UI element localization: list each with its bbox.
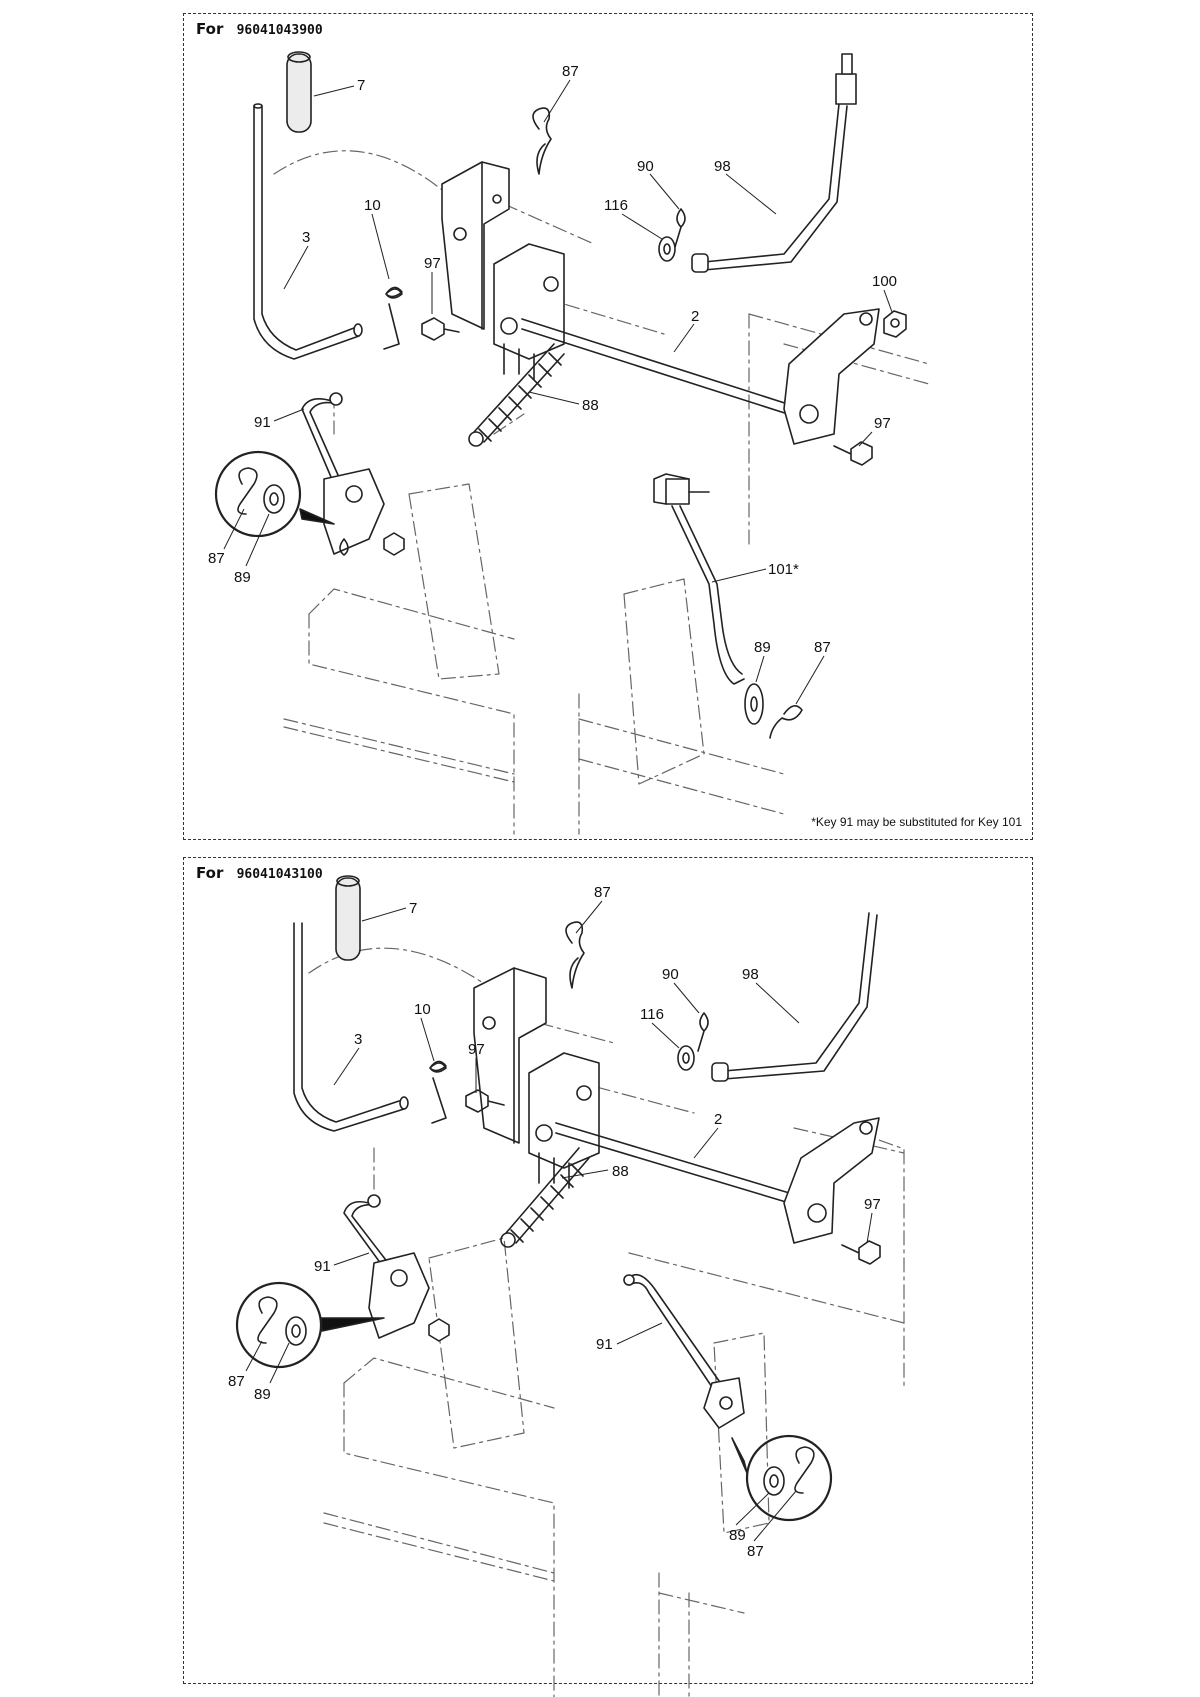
callout-100: 100 xyxy=(872,273,897,290)
pivot-bracket xyxy=(473,967,547,1144)
callout-116: 116 xyxy=(640,1006,664,1023)
callout-98: 98 xyxy=(742,966,759,983)
hairpin-clip-87 xyxy=(565,921,585,989)
bolt-97-right xyxy=(833,441,873,466)
callout-87: 87 xyxy=(562,63,579,80)
adjuster-rod-98 xyxy=(703,103,840,263)
washer-116 xyxy=(658,236,676,262)
handle-grip-7 xyxy=(335,877,361,961)
torsion-spring-10 xyxy=(429,1060,447,1124)
detail-view-left xyxy=(235,1281,323,1369)
washer-116 xyxy=(677,1045,695,1071)
heading-prefix: For xyxy=(196,864,224,882)
extension-spring-88 xyxy=(468,343,565,447)
lift-lever-3 xyxy=(253,105,360,360)
handle-grip-7 xyxy=(286,53,312,133)
callout-91-right: 91 xyxy=(596,1336,613,1353)
callout-3: 3 xyxy=(302,229,310,246)
callout-89-right-detail: 89 xyxy=(729,1527,746,1544)
pivot-bracket xyxy=(441,161,510,330)
bolt-97-right xyxy=(841,1240,881,1265)
lift-lever-3 xyxy=(293,922,405,1132)
callout-97-right: 97 xyxy=(864,1196,881,1213)
callout-91: 91 xyxy=(314,1258,331,1275)
lift-arm-left xyxy=(323,468,385,555)
extension-spring-88 xyxy=(500,1147,590,1248)
substitution-note: *Key 91 may be substituted for Key 101 xyxy=(811,815,1022,829)
detail-view-right xyxy=(745,1434,833,1522)
callout-97: 97 xyxy=(468,1041,485,1058)
callout-7: 7 xyxy=(357,77,365,94)
callout-2: 2 xyxy=(691,308,699,325)
bolt-97 xyxy=(421,317,460,341)
callout-87-detail: 87 xyxy=(208,550,225,567)
hairpin-clip-87-right xyxy=(769,705,803,739)
callout-2: 2 xyxy=(714,1111,722,1128)
callout-116: 116 xyxy=(604,197,628,214)
lift-arm-left xyxy=(368,1252,430,1339)
panel-heading: For 96041043900 xyxy=(196,20,323,38)
callout-87-right: 87 xyxy=(814,639,831,656)
callout-90: 90 xyxy=(637,158,654,175)
cross-shaft-2 xyxy=(521,318,795,407)
detail-view-left xyxy=(214,450,302,538)
trunnion-101 xyxy=(665,478,690,505)
link-rod-91 xyxy=(343,1200,385,1269)
callout-101: 101* xyxy=(768,561,799,578)
model-number: 96041043100 xyxy=(236,867,323,882)
callout-98: 98 xyxy=(714,158,731,175)
diagram-panel-top: For 96041043900 xyxy=(183,13,1033,840)
nut-100 xyxy=(883,310,907,338)
callout-91: 91 xyxy=(254,414,271,431)
washer-89 xyxy=(744,683,764,725)
torsion-spring-10 xyxy=(383,286,403,350)
adjuster-rod-98 xyxy=(723,912,870,1072)
callout-87-detail: 87 xyxy=(228,1373,245,1390)
callout-97-right: 97 xyxy=(874,415,891,432)
link-rod-91 xyxy=(301,398,335,485)
phantom-chassis xyxy=(308,947,905,1697)
parts-drawing: 7 87 90 98 116 10 3 97 100 2 88 97 91 87… xyxy=(208,51,930,835)
link-rod-101 xyxy=(671,505,745,685)
callout-87-right-detail: 87 xyxy=(747,1543,764,1560)
parts-drawing: 7 87 90 98 116 10 3 97 2 88 97 91 87 89 … xyxy=(228,875,905,1697)
pivot-arm xyxy=(783,308,880,445)
cross-shaft-2 xyxy=(555,1122,807,1199)
callout-89-detail: 89 xyxy=(234,569,251,586)
callout-97: 97 xyxy=(424,255,441,272)
callout-90: 90 xyxy=(662,966,679,983)
callout-10: 10 xyxy=(364,197,381,214)
panel-heading: For 96041043100 xyxy=(196,864,323,882)
callout-7: 7 xyxy=(409,900,417,917)
callout-3: 3 xyxy=(354,1031,362,1048)
callout-89: 89 xyxy=(754,639,771,656)
heading-prefix: For xyxy=(196,20,224,38)
diagram-panel-bottom: For 96041043100 xyxy=(183,857,1033,1697)
callout-88: 88 xyxy=(612,1163,629,1180)
callout-10: 10 xyxy=(414,1001,431,1018)
model-number: 96041043900 xyxy=(236,23,323,38)
bolt-97 xyxy=(465,1089,505,1113)
callout-88: 88 xyxy=(582,397,599,414)
hairpin-clip-87 xyxy=(532,107,552,175)
callout-87: 87 xyxy=(594,884,611,901)
callout-89-detail: 89 xyxy=(254,1386,271,1403)
